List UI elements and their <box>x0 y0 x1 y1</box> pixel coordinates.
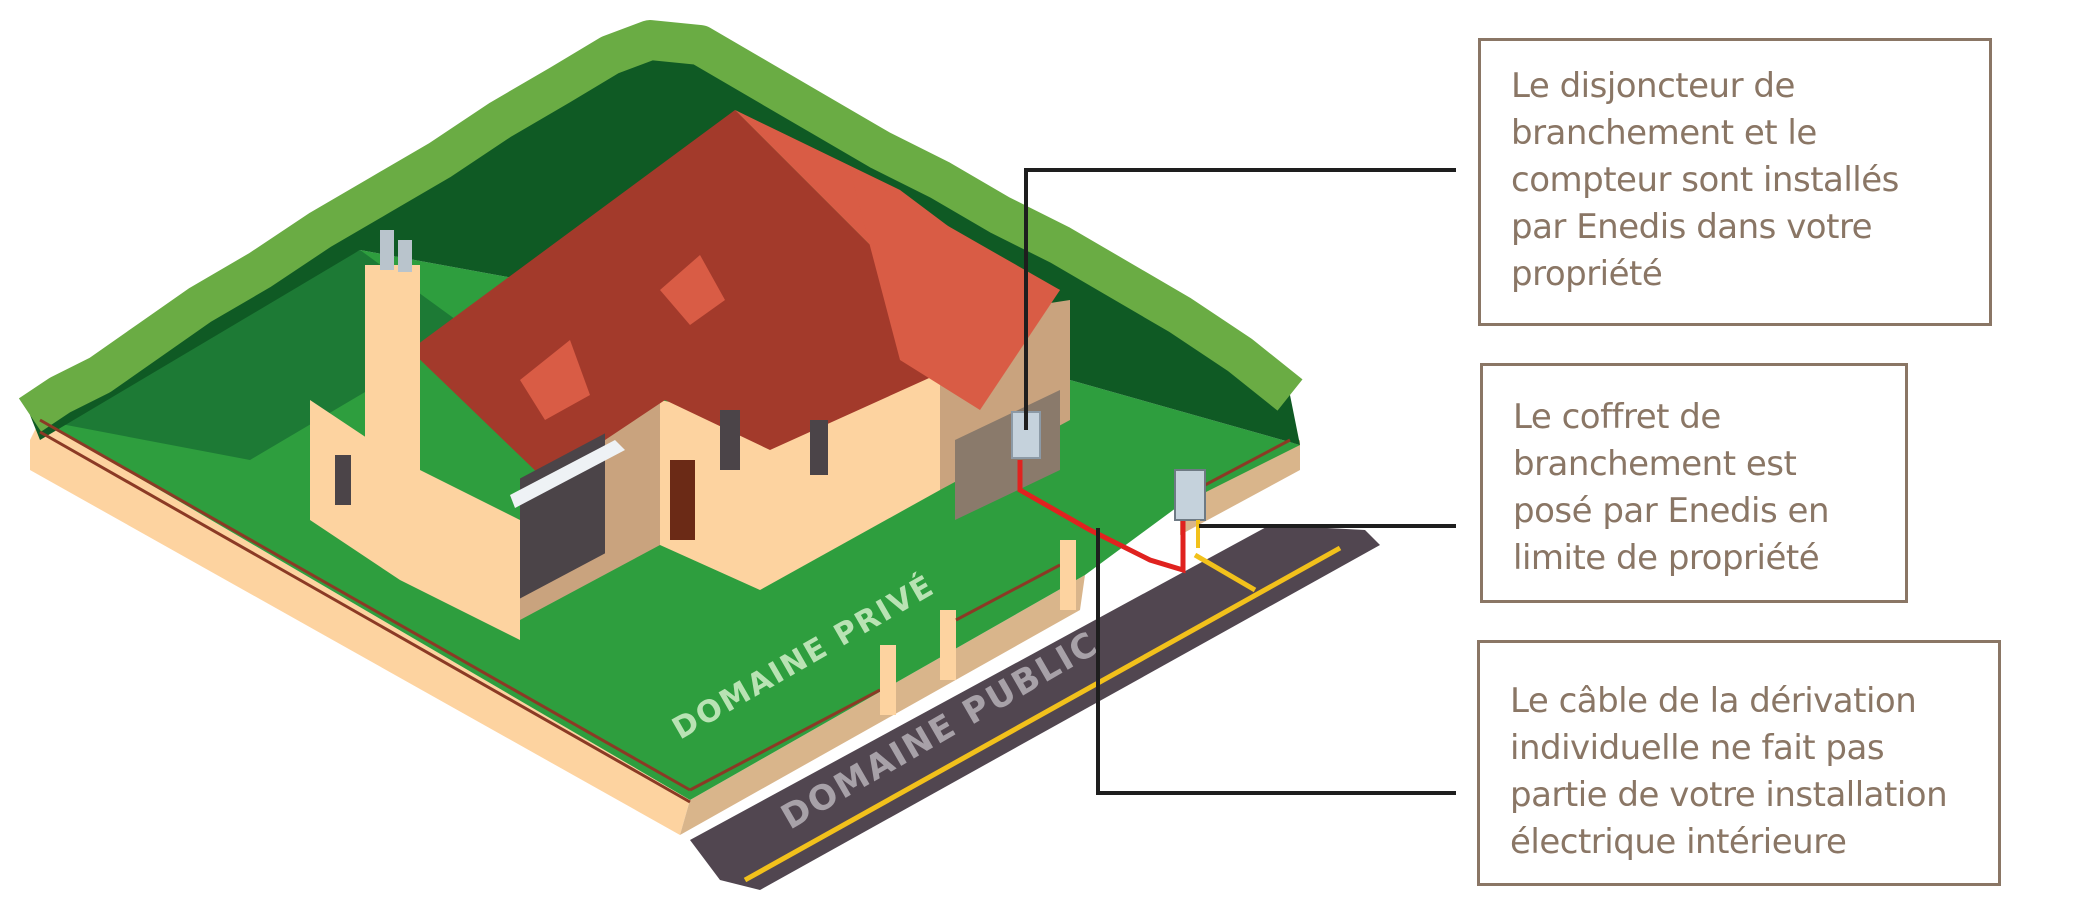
callout-meter-breaker: Le disjoncteur de branchement et le comp… <box>1478 38 1992 326</box>
callout-line: branchement et le <box>1511 113 1817 153</box>
callout-line: compteur sont installés <box>1511 160 1899 200</box>
callout-line: par Enedis dans votre <box>1511 207 1873 247</box>
callout-line: branchement est <box>1513 444 1797 484</box>
callout-line: partie de votre installation <box>1510 775 1948 815</box>
fences <box>39 418 1291 804</box>
callout-line: Le câble de la dérivation <box>1510 681 1917 721</box>
callout-line: propriété <box>1511 254 1663 294</box>
callout-line: Le coffret de <box>1513 397 1721 437</box>
callout-line: individuelle ne fait pas <box>1510 728 1885 768</box>
callout-connection-box: Le coffret de branchement est posé par E… <box>1480 363 1908 603</box>
leader-line-meter <box>1024 168 1456 430</box>
callout-line: électrique intérieure <box>1510 822 1847 862</box>
callout-derivation-cable: Le câble de la dérivation individuelle n… <box>1477 640 2001 886</box>
callout-line: limite de propriété <box>1513 538 1820 578</box>
leader-lines <box>1024 168 1456 795</box>
callout-line: Le disjoncteur de <box>1511 66 1795 106</box>
connection-box <box>1174 469 1206 521</box>
connection-cable <box>1017 460 1206 574</box>
leader-line-cable <box>1096 528 1456 795</box>
house <box>310 110 1070 640</box>
callout-line: posé par Enedis en <box>1513 491 1830 531</box>
